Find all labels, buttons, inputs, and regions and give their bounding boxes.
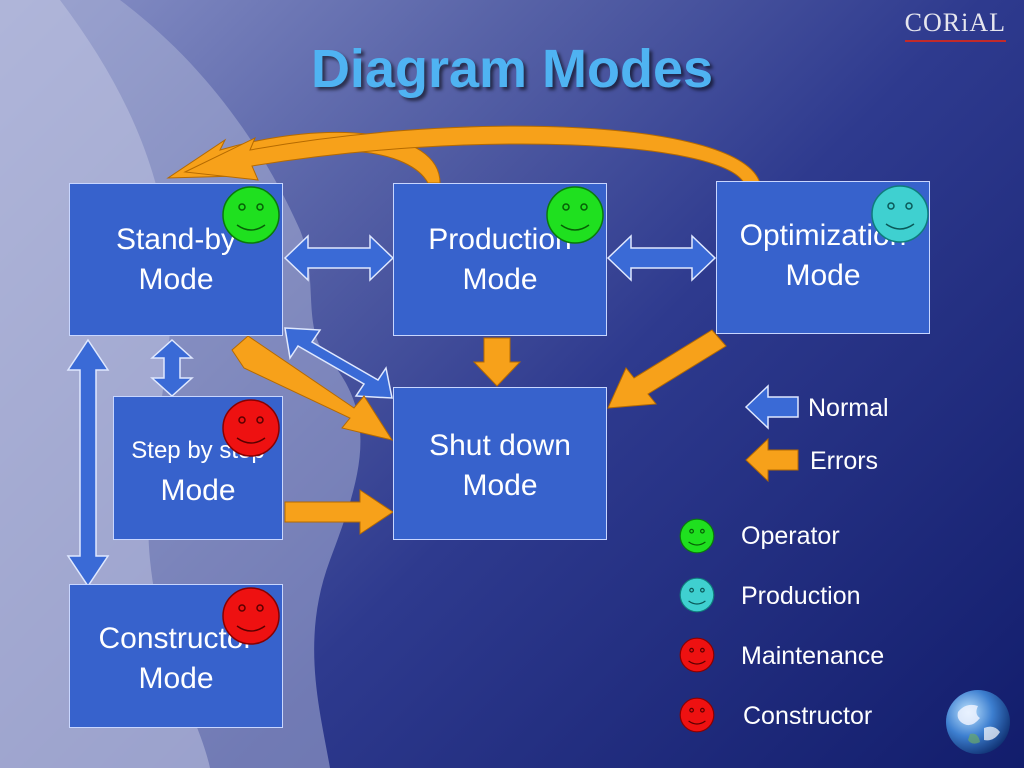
- maintenance-smiley-icon: [222, 399, 280, 457]
- legend-production-smiley-icon: [679, 577, 715, 613]
- operator-smiley-icon: [546, 186, 604, 244]
- error-arrow-stepbystep-to-shutdown: [284, 489, 394, 535]
- legend-errors-label: Errors: [810, 447, 879, 475]
- error-arrow-production-to-shutdown: [472, 337, 522, 387]
- coriail-logo: CORiAL: [904, 8, 1006, 42]
- legend-operator-smiley-icon: [679, 518, 715, 554]
- error-arrow-optimization-to-standby: [183, 125, 761, 184]
- legend-operator-label: Operator: [741, 522, 840, 550]
- standby-mode-label-line1: Stand-by: [115, 223, 237, 256]
- normal-arrow-standby-shutdown: [284, 327, 393, 399]
- production-smiley-icon: [871, 185, 929, 243]
- production-mode-label-line1: Production: [428, 223, 572, 256]
- legend-error-arrow-icon: [745, 437, 799, 483]
- optimization-mode-label-line2: Mode: [785, 259, 861, 292]
- production-mode-label-line2: Mode: [462, 263, 538, 296]
- error-arrow-optimization-to-shutdown: [607, 329, 727, 409]
- standby-mode-label-line2: Mode: [138, 263, 214, 296]
- standby-mode-box[interactable]: Stand-by Mode: [69, 183, 283, 336]
- page-title: Diagram Modes: [310, 39, 714, 99]
- operator-smiley-icon: [222, 186, 280, 244]
- shutdown-mode-box[interactable]: Shut down Mode: [393, 387, 607, 540]
- normal-arrow-production-optimization: [606, 234, 717, 282]
- normal-arrow-standby-production: [283, 234, 395, 282]
- legend-constructor-smiley-icon: [679, 697, 715, 733]
- error-arrow-standby-to-shutdown: [231, 335, 394, 441]
- legend-normal-label: Normal: [808, 394, 889, 422]
- legend-normal-arrow-icon: [744, 384, 799, 430]
- legend-maintenance-smiley-icon: [679, 637, 715, 673]
- globe-icon: [946, 690, 1010, 754]
- shutdown-mode-label-line1: Shut down: [429, 429, 571, 462]
- constructor-mode-label-line2: Mode: [138, 662, 214, 695]
- legend-maintenance-label: Maintenance: [741, 642, 885, 670]
- normal-arrow-standby-stepbystep: [150, 338, 194, 398]
- stepbystep-mode-label-line2: Mode: [160, 474, 236, 507]
- shutdown-mode-label-line2: Mode: [462, 469, 538, 502]
- legend-constructor-label: Constructor: [743, 702, 873, 730]
- normal-arrow-standby-constructor: [66, 338, 110, 588]
- constructor-smiley-icon: [222, 587, 280, 645]
- legend-production-label: Production: [741, 582, 861, 610]
